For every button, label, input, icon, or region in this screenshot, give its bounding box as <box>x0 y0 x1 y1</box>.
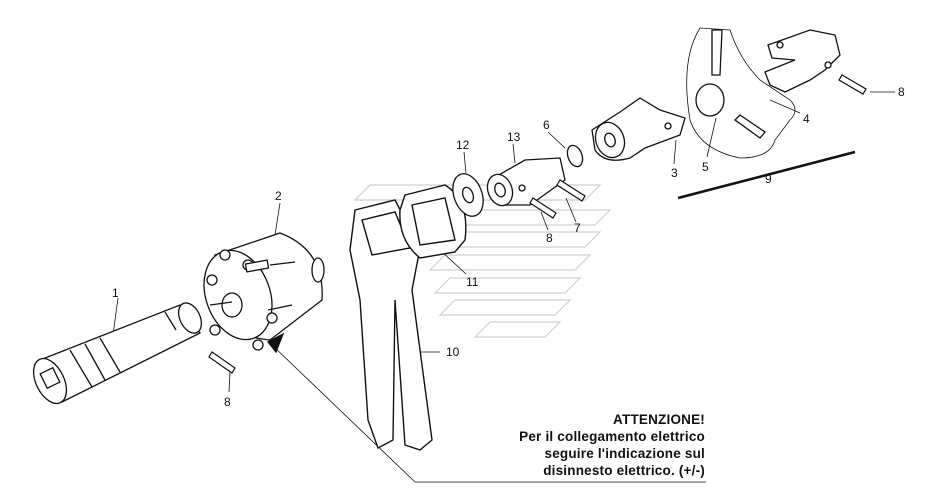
part-7-pin <box>556 179 586 202</box>
callout-10: 10 <box>446 345 460 359</box>
callout-8-left: 8 <box>224 395 231 409</box>
callout-5: 5 <box>702 160 709 174</box>
warning-line-2: seguire l'indicazione sul <box>544 446 705 461</box>
part-6-ring <box>566 144 584 168</box>
warning-line-1: Per il collegamento elettrico <box>519 429 705 444</box>
callout-1: 1 <box>112 286 119 300</box>
part-4-yoke-right <box>764 29 841 93</box>
warning-title: ATTENZIONE! <box>613 412 705 427</box>
callout-8-right: 8 <box>898 85 905 99</box>
callout-4: 4 <box>803 112 810 126</box>
callout-labels: 1 2 3 4 5 6 7 8 8 8 9 10 11 12 13 <box>112 85 905 409</box>
callout-7: 7 <box>574 221 581 235</box>
part-8-pin-left <box>208 351 236 374</box>
part-9-assembly-outline <box>686 27 796 159</box>
callout-13: 13 <box>507 130 521 144</box>
part-9-bracket-line <box>677 150 856 200</box>
warning-line-3: disinnesto elettrico. (+/-) <box>543 463 705 478</box>
part-2-clutch-housing <box>203 232 325 354</box>
watermark-logo <box>353 184 612 338</box>
part-1-shaft-tube <box>32 302 203 405</box>
callout-2: 2 <box>275 189 282 203</box>
part-10-lever <box>349 199 433 451</box>
part-12-washer <box>452 173 484 217</box>
callout-3: 3 <box>671 166 678 180</box>
part-13-bushing <box>486 157 566 207</box>
callout-12: 12 <box>456 138 470 152</box>
callout-8-center: 8 <box>546 231 553 245</box>
part-11-plate <box>399 184 467 259</box>
callout-11: 11 <box>466 275 479 289</box>
electrical-warning-note: ATTENZIONE! Per il collegamento elettric… <box>519 411 705 479</box>
part-3-yoke <box>591 97 686 161</box>
part-5-cross-spider <box>695 29 766 139</box>
callout-9: 9 <box>765 172 772 186</box>
callout-6: 6 <box>543 118 550 132</box>
leader-lines <box>112 91 895 483</box>
part-8-pin-right <box>838 74 867 95</box>
part-8-pin-center <box>529 197 557 219</box>
